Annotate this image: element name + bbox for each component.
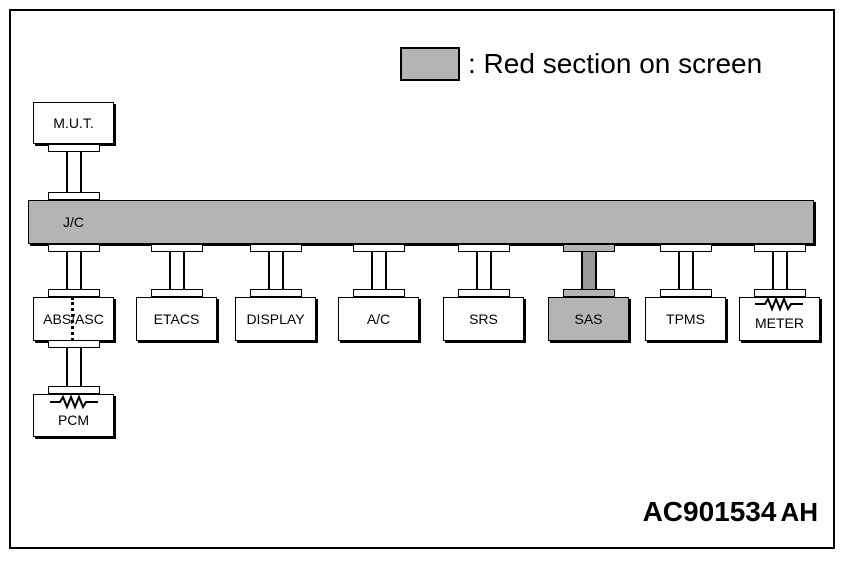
module-connector-top [150,289,203,297]
module-tpms: TPMS [645,297,726,341]
module-connector-bus [562,244,615,252]
mut-module: M.U.T. [33,102,114,144]
module-label: ETACS [153,311,200,327]
pcm-connector-top [48,386,100,394]
legend-text: : Red section on screen [468,48,763,79]
figure-code-main: AC901534 [642,496,777,527]
module-connector-top [457,289,510,297]
module-label: DISPLAY [246,311,305,327]
pcm-resistor-icon [50,394,98,410]
abs-asc-divider [71,297,74,341]
abs-connector-bottom [48,340,100,348]
module-connector-bus [659,244,712,252]
module-sas: SAS [548,297,629,341]
module-link [65,252,82,289]
module-connector-bus [753,244,806,252]
module-connector-top [352,289,405,297]
module-label: TPMS [666,311,705,327]
module-label: SRS [469,311,498,327]
module-ac: A/C [338,297,419,341]
module-label: METER [755,315,804,331]
mut-label: M.U.T. [53,115,94,131]
module-connector-bus [47,244,100,252]
module-meter: METER [739,297,820,341]
module-connector-top [47,289,100,297]
module-link [370,252,387,289]
module-connector-bus [249,244,302,252]
module-link [267,252,284,289]
module-link [771,252,788,289]
module-connector-bus [457,244,510,252]
figure-code-suffix: AH [780,497,818,527]
bus-label: J/C [63,214,84,230]
module-link [475,252,492,289]
module-connector-top [659,289,712,297]
junction-connector-bus: J/C [28,200,814,244]
module-connector-top [562,289,615,297]
module-connector-bus [352,244,405,252]
module-link [580,252,597,289]
module-label: SAS [574,311,603,327]
diagram-frame [9,9,835,549]
pcm-label: PCM [57,411,90,428]
legend-swatch [400,47,460,81]
module-connector-top [753,289,806,297]
module-label: A/C [366,311,391,327]
module-display: DISPLAY [235,297,316,341]
mut-link [66,152,82,192]
module-etacs: ETACS [136,297,217,341]
pcm-link [66,348,82,386]
mut-connector-top [48,144,100,152]
meter-resistor-icon [755,296,803,312]
module-link [168,252,185,289]
module-connector-top [249,289,302,297]
mut-connector-bus [48,192,100,200]
module-link [677,252,694,289]
module-srs: SRS [443,297,524,341]
module-connector-bus [150,244,203,252]
